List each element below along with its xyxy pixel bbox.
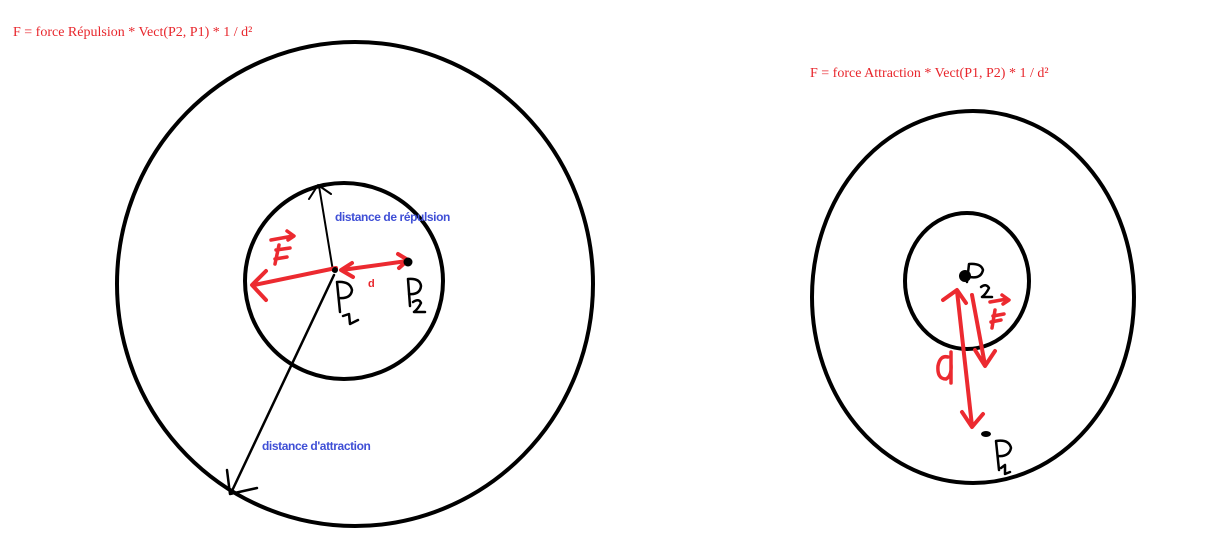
attraction-force-arrow xyxy=(970,293,997,368)
attraction-circle-left xyxy=(115,40,595,528)
distance-d-arrow-left xyxy=(339,252,410,279)
point-p2-label xyxy=(406,277,427,314)
point-p2-dot xyxy=(403,257,413,267)
attraction-distance-label: distance d'attraction xyxy=(262,439,371,453)
distance-d-symbol-right xyxy=(936,350,953,385)
repulsion-formula: F = force Répulsion * Vect(P2, P1) * 1 /… xyxy=(13,25,252,40)
attraction-formula: F = force Attraction * Vect(P1, P2) * 1 … xyxy=(810,66,1049,81)
point-p1-dot xyxy=(332,267,338,273)
repulsion-circle-left xyxy=(243,181,445,381)
point-p1-label xyxy=(335,280,360,326)
distance-d-label-left: d xyxy=(368,278,375,290)
repulsion-circle-right xyxy=(903,211,1031,351)
point-p1-dot-right xyxy=(981,431,991,437)
distance-d-arrow-right xyxy=(941,288,985,429)
point-p1-label-right xyxy=(994,439,1013,476)
force-symbol-right xyxy=(988,293,1011,330)
repulsion-force-arrow xyxy=(250,266,338,302)
repulsion-distance-arrow xyxy=(308,184,334,272)
repulsion-diagram: F = force Répulsion * Vect(P2, P1) * 1 /… xyxy=(13,25,595,528)
point-p2-label-right xyxy=(965,262,994,299)
attraction-circle-right xyxy=(810,109,1136,485)
repulsion-distance-label: distance de répulsion xyxy=(335,210,450,224)
attraction-distance-arrow xyxy=(225,273,336,496)
attraction-diagram: F = force Attraction * Vect(P1, P2) * 1 … xyxy=(810,66,1136,485)
force-symbol-left xyxy=(269,229,296,266)
